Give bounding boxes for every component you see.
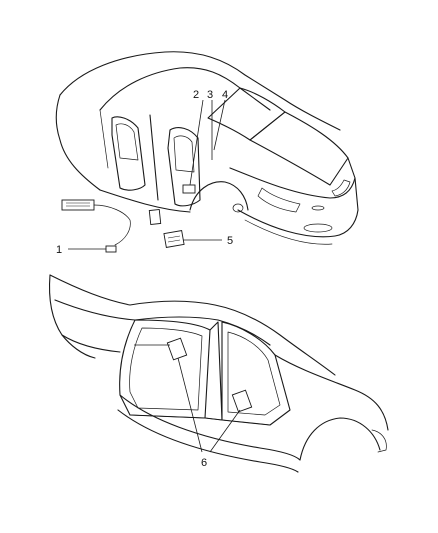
tire-label: [148, 209, 162, 225]
body-side-view: [48, 274, 389, 473]
trunk-lid: [249, 111, 349, 186]
roof-inner-line: [99, 67, 271, 111]
trunk-emblem: [311, 205, 325, 211]
part-6-labels: [166, 337, 253, 413]
rear-bumper: [237, 177, 359, 238]
emission-label: [61, 199, 95, 211]
part-5-label: [163, 230, 185, 248]
rear-bumper-lower: [244, 219, 333, 245]
callout-3: 3: [207, 89, 213, 101]
bottom-leaders: [134, 344, 241, 453]
callout-5: 5: [227, 235, 233, 247]
body-roofline-inner: [54, 299, 271, 346]
rear-wheel-opening: [299, 417, 381, 461]
front-pillar: [99, 109, 109, 169]
roof-outline: [59, 51, 341, 131]
front-fender: [55, 94, 101, 191]
sill-line: [129, 414, 271, 426]
front-door-opening: [119, 319, 211, 419]
tail-light-right: [331, 179, 351, 197]
front-wheel-arch: [61, 334, 96, 359]
front-door-opening-inner: [129, 327, 203, 411]
top-leaders: [68, 99, 226, 250]
callout-6: 6: [201, 457, 207, 469]
rear-fascia: [229, 157, 356, 199]
rear-door-window: [173, 135, 195, 173]
rocker-line-top: [99, 189, 191, 213]
label-tether: [93, 204, 131, 246]
rear-door-opening: [221, 321, 291, 426]
license-plate-area: [303, 223, 333, 233]
pillar-label-front: [166, 337, 188, 361]
small-tag: [105, 245, 117, 253]
body-roofline: [49, 274, 336, 376]
pillar-label-rear: [231, 389, 253, 413]
rocker-panel-lower: [117, 409, 299, 473]
callout-1: 1: [56, 244, 62, 256]
callout-2: 2: [193, 89, 199, 101]
rear-door-open: [167, 127, 201, 207]
door-label-parts: [148, 184, 196, 225]
rear-quarter: [274, 354, 389, 431]
front-door-window: [115, 123, 139, 161]
fuel-door: [232, 203, 244, 213]
part-1-label-assembly: [61, 199, 131, 253]
callout-4: 4: [222, 89, 228, 101]
vin-label: [182, 184, 196, 194]
label-plate-5: [163, 230, 185, 248]
rear-wheel-arch: [189, 181, 249, 211]
b-pillar: [149, 114, 159, 201]
rear-door-opening-inner: [227, 331, 281, 416]
tail-light-left: [257, 187, 301, 213]
front-door-open: [111, 116, 146, 191]
body-front-fender: [48, 274, 121, 353]
rear-window: [207, 87, 286, 141]
sedan-rear-view: [55, 51, 359, 245]
rocker-panel: [119, 394, 301, 461]
rear-bumper-end: [371, 429, 387, 453]
